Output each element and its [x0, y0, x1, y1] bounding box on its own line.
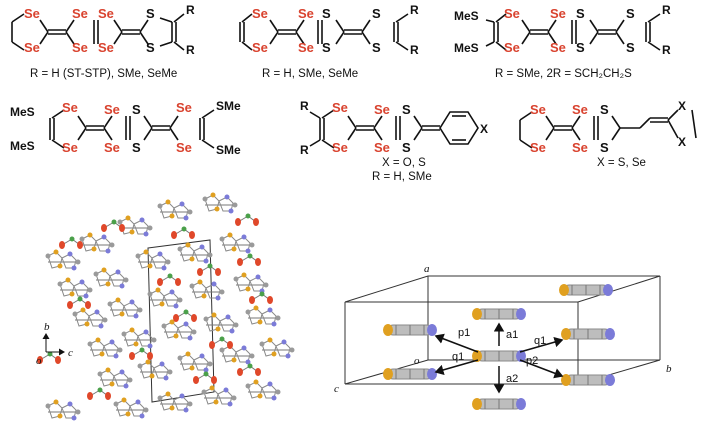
interaction-p2: p2: [526, 355, 538, 367]
substituent-mes: MeS: [454, 41, 479, 55]
heteroatom-x: X: [678, 135, 686, 149]
structure-1: Se Se Se Se Se Se S S R R R = H (ST-STP)…: [11, 3, 195, 80]
structure-5-caption-line2: R = H, SMe: [372, 171, 432, 183]
atom-se: Se: [374, 102, 390, 117]
interaction-q1: q1: [452, 351, 464, 363]
atom-se: Se: [572, 140, 588, 155]
interaction-q1: q1: [534, 335, 546, 347]
atom-se: Se: [72, 6, 88, 21]
stack-molecule-center: [471, 349, 527, 363]
axis-c-label: c: [68, 347, 73, 359]
atom-se: Se: [62, 100, 78, 115]
substituent-r: R: [410, 43, 419, 57]
stack-molecule: [382, 323, 438, 337]
substituent-r: R: [662, 3, 671, 17]
atom-s: S: [322, 6, 331, 21]
substituent-r: R: [662, 43, 671, 57]
structure-5-caption-line1: X = O, S: [382, 157, 426, 169]
atom-se: Se: [572, 102, 588, 117]
atom-se: Se: [104, 102, 120, 117]
substituent-r: R: [300, 99, 309, 113]
structure-6: Se Se Se Se S S X X X = S, Se: [519, 99, 697, 169]
atom-se: Se: [104, 140, 120, 155]
atom-se: Se: [24, 6, 40, 21]
atom-s: S: [402, 140, 411, 155]
stack-molecule: [471, 307, 527, 321]
substituent-sme: SMe: [216, 143, 241, 157]
axis-b-label: b: [44, 321, 50, 333]
atom-se: Se: [332, 100, 348, 115]
interaction-a1: a1: [506, 329, 518, 341]
heteroatom-x: X: [678, 99, 686, 113]
substituent-mes: MeS: [10, 105, 35, 119]
stack-molecule: [382, 367, 438, 381]
substituent-mes: MeS: [10, 139, 35, 153]
interaction-a2: a2: [506, 373, 518, 385]
structure-2: Se Se Se Se S S S S R R R = H, SMe, SeMe: [239, 3, 419, 80]
atom-se: Se: [24, 40, 40, 55]
stack-molecule: [558, 283, 614, 297]
stacking-view: a b c o a1 a2 p1 p2 q1 q1: [334, 263, 672, 411]
atom-s: S: [600, 140, 609, 155]
substituent-mes: MeS: [454, 9, 479, 23]
atom-s: S: [576, 40, 585, 55]
structure-3-caption: R = SMe, 2R = SCH₂CH₂S: [495, 68, 632, 80]
atom-se: Se: [176, 100, 192, 115]
structure-4: MeS MeS Se Se Se Se S S Se Se SMe SMe: [10, 99, 241, 157]
atom-se: Se: [332, 140, 348, 155]
substituent-sme: SMe: [216, 99, 241, 113]
atom-se: Se: [550, 6, 566, 21]
structure-2-caption: R = H, SMe, SeMe: [262, 68, 358, 80]
cell-a-label: a: [424, 263, 430, 275]
atom-s: S: [372, 40, 381, 55]
cell-b-label: b: [666, 363, 672, 375]
atom-s: S: [576, 6, 585, 21]
cell-c-label: c: [334, 383, 339, 395]
atom-se: Se: [504, 6, 520, 21]
atom-se: Se: [98, 40, 114, 55]
atom-s: S: [146, 40, 155, 55]
substituent-r: R: [186, 3, 195, 17]
atom-s: S: [132, 102, 141, 117]
atom-se: Se: [62, 140, 78, 155]
atom-se: Se: [176, 140, 192, 155]
atom-s: S: [322, 40, 331, 55]
substituent-r: R: [410, 3, 419, 17]
heteroatom-x: X: [480, 122, 488, 136]
unit-cell-outline: [147, 239, 215, 403]
structure-6-caption: X = S, Se: [597, 157, 646, 169]
substituent-r: R: [300, 143, 309, 157]
atom-se: Se: [298, 6, 314, 21]
interaction-p1: p1: [458, 327, 470, 339]
atom-se: Se: [550, 40, 566, 55]
atom-s: S: [402, 102, 411, 117]
atom-se: Se: [374, 140, 390, 155]
atom-se: Se: [530, 140, 546, 155]
atom-se: Se: [504, 40, 520, 55]
stack-molecule: [560, 373, 616, 387]
atom-se: Se: [252, 6, 268, 21]
atom-se: Se: [72, 40, 88, 55]
atom-se: Se: [298, 40, 314, 55]
atom-se: Se: [98, 6, 114, 21]
structure-1-caption: R = H (ST-STP), SMe, SeMe: [30, 68, 177, 80]
atom-s: S: [132, 140, 141, 155]
atom-s: S: [146, 6, 155, 21]
cell-origin-label: o: [414, 355, 420, 367]
stack-molecule: [560, 327, 616, 341]
axis-origin-label: o: [36, 355, 42, 367]
atom-s: S: [626, 6, 635, 21]
atom-s: S: [600, 102, 609, 117]
structure-5: R R Se Se Se Se S S X X = O, S R = H, SM…: [300, 99, 488, 183]
stack-molecule: [471, 397, 527, 411]
atom-se: Se: [530, 102, 546, 117]
structure-3: MeS MeS Se Se Se Se S S S S R R R = SMe,…: [454, 3, 671, 80]
substituent-r: R: [186, 43, 195, 57]
packing-view: b c o: [36, 192, 295, 421]
atom-s: S: [372, 6, 381, 21]
atom-se: Se: [252, 40, 268, 55]
atom-s: S: [626, 40, 635, 55]
